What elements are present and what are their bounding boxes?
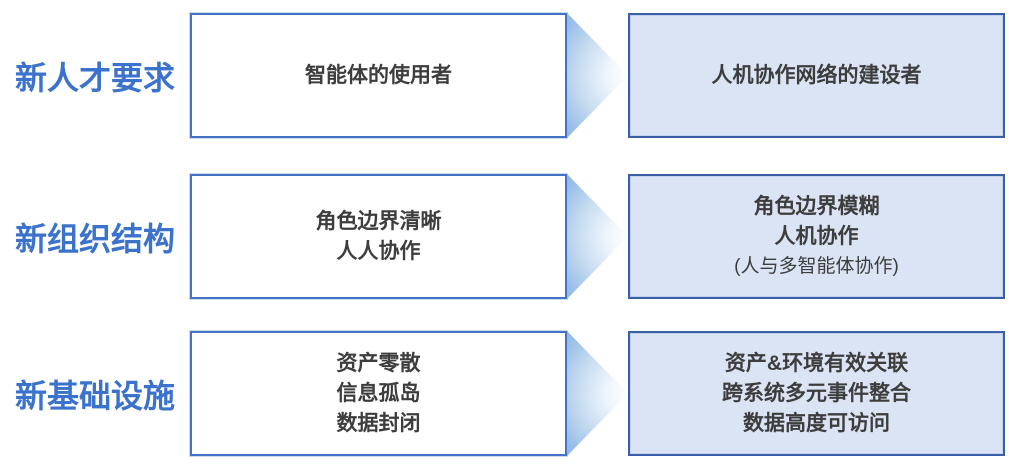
- row-infrastructure-before-box: 资产零散 信息孤岛 数据封闭: [190, 331, 567, 456]
- box-line: 数据封闭: [336, 411, 421, 435]
- row-talent-after-box: 人机协作网络的建设者: [628, 13, 1005, 138]
- arrow-right-icon: [567, 174, 628, 299]
- row-infrastructure-label: 新基础设施: [14, 377, 175, 414]
- row-talent: 新人才要求 智能体的使用者 人机协作网络的建设者: [0, 13, 1005, 138]
- box-line: 角色边界模糊: [753, 194, 880, 218]
- arrow-right-icon: [567, 331, 628, 456]
- row-organization: 新组织结构 角色边界清晰 人人协作 角色边界模糊 人机协作 (人与多智能体协作): [0, 174, 1005, 299]
- row-talent-before-box: 智能体的使用者: [190, 13, 567, 138]
- box-line: 数据高度可访问: [743, 411, 890, 435]
- arrow-right-icon: [567, 13, 628, 138]
- box-line: 资产零散: [336, 351, 421, 375]
- box-line: 人机协作网络的建设者: [711, 63, 922, 87]
- box-line: 资产&环境有效关联: [724, 351, 909, 375]
- box-line: 跨系统多元事件整合: [722, 381, 911, 405]
- row-organization-before-box: 角色边界清晰 人人协作: [190, 174, 567, 299]
- box-line: 智能体的使用者: [305, 63, 452, 87]
- row-organization-after-box: 角色边界模糊 人机协作 (人与多智能体协作): [628, 174, 1005, 299]
- box-note: (人与多智能体协作): [734, 255, 899, 277]
- box-line: 人人协作: [336, 239, 421, 263]
- box-line: 信息孤岛: [336, 381, 421, 405]
- row-organization-label: 新组织结构: [14, 220, 175, 257]
- box-line: 角色边界清晰: [315, 209, 442, 233]
- row-infrastructure: 新基础设施 资产零散 信息孤岛 数据封闭 资产&环境有效关联 跨系统多元事件整合…: [0, 331, 1005, 456]
- row-talent-label: 新人才要求: [14, 59, 175, 96]
- box-line: 人机协作: [774, 224, 859, 248]
- row-infrastructure-after-box: 资产&环境有效关联 跨系统多元事件整合 数据高度可访问: [628, 331, 1005, 456]
